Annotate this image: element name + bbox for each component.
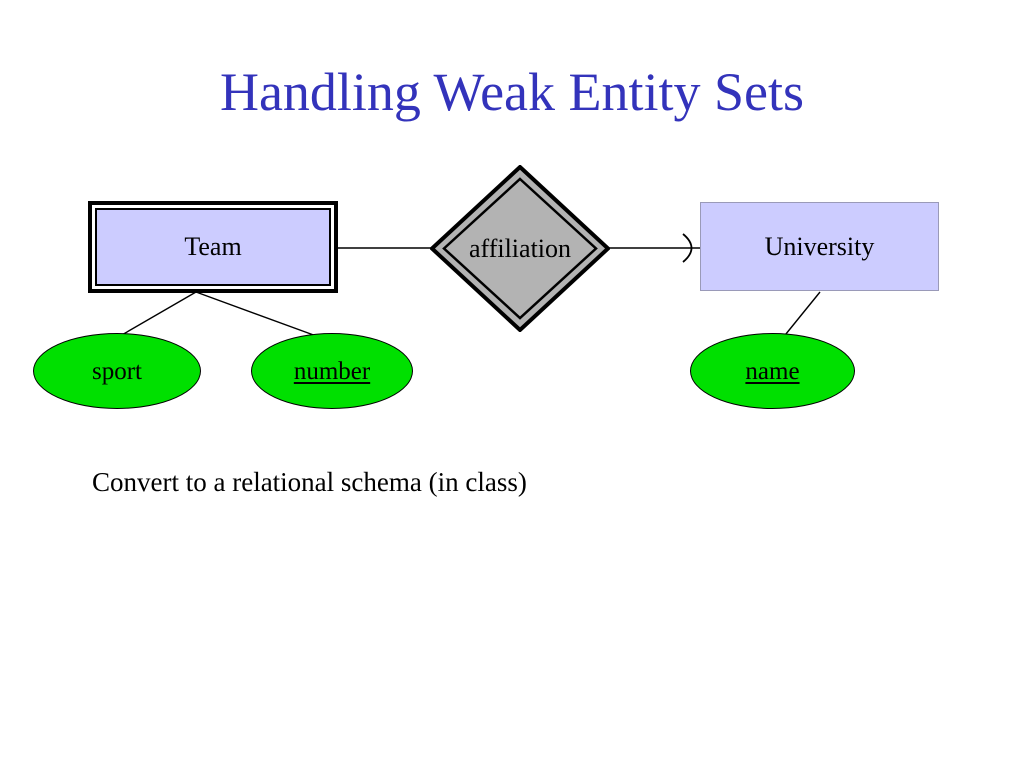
relationship-affiliation[interactable]: affiliation <box>429 164 611 333</box>
attribute-number-label: number <box>293 357 371 385</box>
attribute-name[interactable]: name <box>690 333 855 409</box>
entity-university-label: University <box>764 231 875 261</box>
entity-team-inner-border: Team <box>95 208 331 286</box>
entity-team[interactable]: Team <box>88 201 338 293</box>
page-title: Handling Weak Entity Sets <box>219 62 805 122</box>
entity-university[interactable]: University <box>700 202 939 291</box>
relationship-affiliation-label: affiliation <box>468 233 572 263</box>
attribute-sport-label: sport <box>92 357 142 385</box>
arrowhead-icon <box>682 233 693 263</box>
attribute-name-label: name <box>745 357 800 385</box>
entity-team-label: Team <box>184 232 242 261</box>
relationship-affiliation-shape <box>429 164 611 333</box>
attribute-sport[interactable]: sport <box>33 333 201 409</box>
caption-text: Convert to a relational schema (in class… <box>92 467 527 497</box>
attribute-number[interactable]: number <box>251 333 413 409</box>
